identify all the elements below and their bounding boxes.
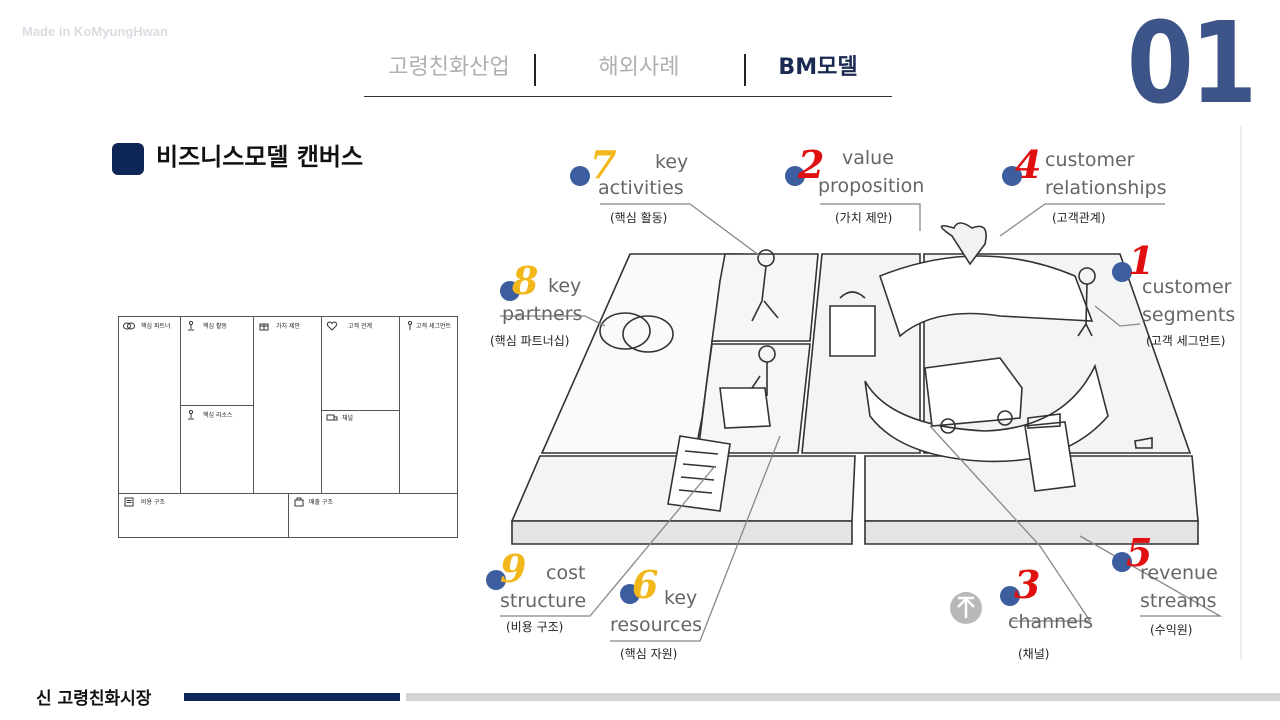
block-en-line1: key xyxy=(664,587,697,609)
footer-label: 신 고령친화시장 xyxy=(36,689,152,709)
block-ko: (핵심 자원) xyxy=(620,647,677,661)
cell-key-activities: 핵심 활동 xyxy=(180,316,254,406)
cell-label: 가치 제안 xyxy=(276,323,300,330)
block-en-line2: resources xyxy=(610,614,702,636)
cell-label: 채널 xyxy=(342,415,354,422)
footer-bar xyxy=(406,693,1280,701)
top-nav: 고령친화산업 해외사례 BM모델 xyxy=(364,52,892,97)
cell-revenue-streams: 매출 구조 xyxy=(288,493,458,538)
cell-label: 핵심 파트너 xyxy=(141,323,171,330)
block-en-line2: partners xyxy=(502,303,582,325)
business-model-canvas-template: 핵심 파트너 핵심 활동 핵심 리소스 가치 제안 고객 관계 채널 고객 세그… xyxy=(118,316,458,538)
label-customer-segments: 1 customer segments (고객 세그먼트) xyxy=(1112,238,1235,348)
label-revenue-streams: 5 revenue streams (수익원) xyxy=(1112,530,1218,637)
cell-key-resources: 핵심 리소스 xyxy=(180,405,254,494)
block-ko: (핵심 활동) xyxy=(610,211,667,225)
cell-channels: 채널 xyxy=(321,410,400,494)
cell-label: 고객 세그먼트 xyxy=(416,323,452,330)
label-key-activities: 7 key activities (핵심 활동) xyxy=(570,142,688,225)
leader-lines xyxy=(500,203,1223,642)
cell-key-partners: 핵심 파트너 xyxy=(118,316,181,494)
tab-overseas-cases[interactable]: 해외사례 xyxy=(598,55,680,80)
label-customer-relationships: 4 customer relationships (고객관계) xyxy=(1002,142,1167,225)
rings-icon xyxy=(123,322,135,330)
label-channels: 3 channels (채널) xyxy=(1000,562,1093,661)
cell-cost-structure: 비용 구조 xyxy=(118,493,289,538)
label-key-resources: 6 key resources (핵심 자원) xyxy=(610,562,702,661)
block-en-line2: structure xyxy=(500,590,586,612)
truck-icon xyxy=(326,414,338,421)
block-ko: (비용 구조) xyxy=(506,620,563,634)
block-en-line1: customer xyxy=(1045,149,1135,171)
block-number: 2 xyxy=(797,142,824,187)
block-number: 7 xyxy=(590,142,616,187)
block-number: 6 xyxy=(632,562,658,607)
block-en-line2: activities xyxy=(598,177,684,199)
watermark: Made in KoMyungHwan xyxy=(22,24,168,39)
block-ko: (채널) xyxy=(1018,647,1049,661)
block-ko: (가치 제안) xyxy=(835,211,892,225)
block-en-line2: segments xyxy=(1142,304,1235,326)
block-number: 9 xyxy=(500,546,526,591)
label-key-partners: 8 key partners (핵심 파트너십) xyxy=(490,258,582,348)
block-en-line1: cost xyxy=(546,562,585,584)
block-en-line1: key xyxy=(655,151,688,173)
block-ko: (고객 세그먼트) xyxy=(1146,334,1225,348)
footer-bar-accent xyxy=(184,693,400,701)
bmc-illustration: 7 key activities (핵심 활동) 2 value proposi… xyxy=(486,142,1235,661)
block-ko: (핵심 파트너십) xyxy=(490,334,569,348)
cell-label: 매출 구조 xyxy=(309,499,333,506)
board-illustration xyxy=(510,222,1199,545)
section-title: 비즈니스모델 캔버스 xyxy=(156,143,364,171)
gift-icon xyxy=(259,323,269,331)
label-value-proposition: 2 value proposition (가치 제안) xyxy=(785,142,924,225)
label-cost-structure: 9 cost structure (비용 구조) xyxy=(486,546,586,634)
block-number: 4 xyxy=(1015,142,1041,187)
block-en-line2: relationships xyxy=(1045,177,1167,199)
slide-number: 01 xyxy=(1126,0,1258,129)
block-ko: (고객관계) xyxy=(1052,211,1106,225)
person-icon xyxy=(407,321,413,330)
worker-icon xyxy=(188,410,194,420)
tab-bm-model[interactable]: BM모델 xyxy=(778,55,858,80)
cell-label: 비용 구조 xyxy=(141,499,165,506)
block-number: 8 xyxy=(511,258,538,303)
cell-label: 핵심 리소스 xyxy=(203,412,233,419)
cash-register-icon xyxy=(294,497,304,507)
block-ko: (수익원) xyxy=(1150,623,1192,637)
scroll-to-top-icon[interactable] xyxy=(950,592,982,624)
divider-line xyxy=(1240,126,1242,660)
block-en-line1: revenue xyxy=(1140,562,1218,584)
tab-elderly-industry[interactable]: 고령친화산업 xyxy=(388,55,510,80)
document-icon xyxy=(124,497,134,507)
block-number: 3 xyxy=(1014,562,1040,607)
block-en-line1: customer xyxy=(1142,276,1232,298)
cell-label: 고객 관계 xyxy=(348,323,372,330)
block-en-line1: channels xyxy=(1008,611,1093,633)
cell-customer-segments: 고객 세그먼트 xyxy=(399,316,458,494)
cell-value-proposition: 가치 제안 xyxy=(253,316,322,494)
section-bullet-icon xyxy=(112,143,144,175)
block-number: 1 xyxy=(1128,238,1154,283)
heart-icon xyxy=(326,321,338,331)
cell-customer-relationships: 고객 관계 xyxy=(321,316,400,411)
tab-divider xyxy=(744,54,746,86)
block-en-line1: value xyxy=(842,147,894,169)
block-labels: 7 key activities (핵심 활동) 2 value proposi… xyxy=(486,142,1235,661)
cell-label: 핵심 활동 xyxy=(203,323,227,330)
block-en-line2: streams xyxy=(1140,590,1216,612)
block-en-line1: key xyxy=(548,275,581,297)
worker-icon xyxy=(188,321,194,331)
block-number: 5 xyxy=(1126,530,1152,575)
block-en-line2: proposition xyxy=(818,175,924,197)
tab-divider xyxy=(534,54,536,86)
